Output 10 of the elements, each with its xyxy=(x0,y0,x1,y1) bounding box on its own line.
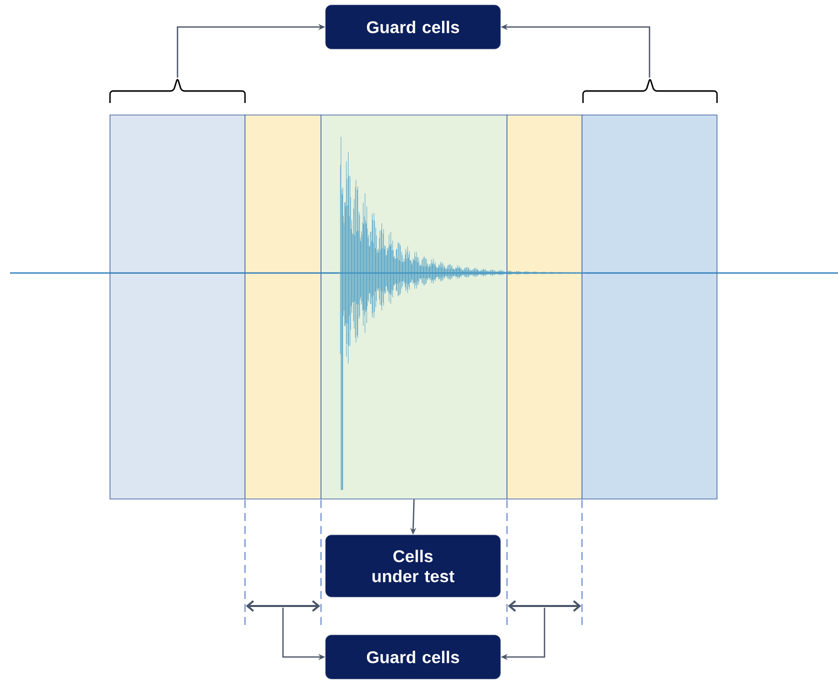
label-box: Guard cells xyxy=(325,634,501,680)
double-arrow xyxy=(246,600,320,612)
signal-band xyxy=(506,114,582,500)
label-box: Guard cells xyxy=(325,4,501,50)
signal-band xyxy=(110,114,246,500)
signal-band xyxy=(320,114,508,500)
signal-band xyxy=(582,114,718,500)
double-arrow xyxy=(508,600,582,612)
label-box: Cells under test xyxy=(325,534,501,598)
signal-band xyxy=(244,114,322,500)
